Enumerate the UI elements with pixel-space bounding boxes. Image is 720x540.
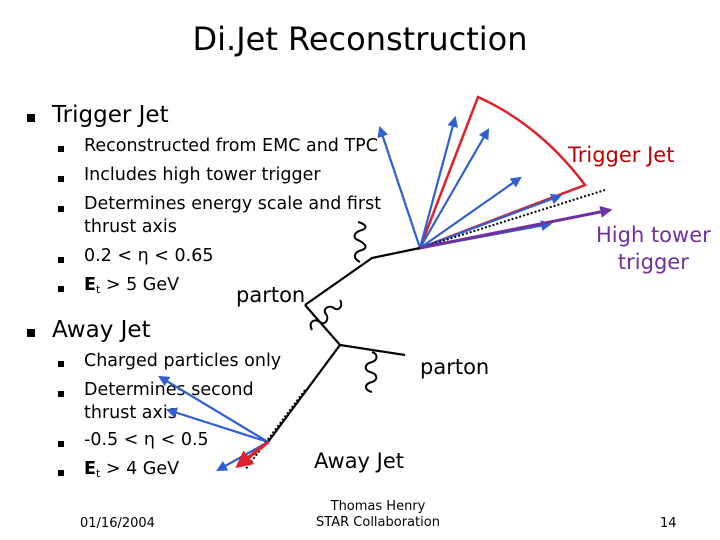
bullet-marker	[58, 286, 64, 292]
track	[419, 193, 563, 250]
track	[377, 125, 422, 249]
track	[165, 407, 269, 444]
parton-line	[304, 246, 421, 306]
parton-label-lower: parton	[420, 355, 490, 379]
trigger-bullet-3-cont: thrust axis	[84, 217, 177, 237]
track	[419, 176, 522, 249]
track	[418, 115, 459, 249]
trigger-bullet-eta: 0.2 < η < 0.65	[84, 246, 214, 266]
trigger-bullet-1: Reconstructed from EMC and TPC	[84, 136, 378, 156]
trigger-jet-tracks	[377, 115, 563, 250]
trigger-thrust-axis	[419, 189, 606, 249]
away-bullet-et: Et > 4 GeV	[84, 459, 180, 480]
high-tower-label: High tower trigger	[596, 223, 711, 274]
bullet-marker	[58, 176, 64, 182]
parton-line	[267, 344, 341, 443]
track	[158, 375, 269, 443]
page-number: 14	[660, 516, 677, 531]
bullet-marker	[27, 114, 35, 122]
gluon-curl	[364, 351, 378, 393]
away-jet-axis	[235, 440, 270, 469]
parton-label-upper: parton	[236, 283, 306, 307]
parton-line	[304, 304, 406, 357]
bullet-marker	[58, 441, 64, 447]
away-thrust-axis	[244, 389, 306, 471]
away-bullet-1: Charged particles only	[84, 351, 282, 371]
trigger-jet-heading: Trigger Jet	[52, 102, 169, 128]
trigger-jet-cone	[417, 95, 587, 251]
gluon-curl	[353, 221, 367, 263]
away-jet-heading: Away Jet	[52, 317, 151, 343]
away-bullet-2-cont: thrust axis	[84, 403, 177, 423]
bullet-marker	[58, 206, 64, 212]
page-title: Di.Jet Reconstruction	[192, 20, 528, 58]
bullet-marker	[58, 146, 64, 152]
away-jet-label: Away Jet	[314, 449, 405, 473]
footer-author: Thomas Henry STAR Collaboration	[316, 499, 440, 530]
bullet-marker	[58, 470, 64, 476]
trigger-bullet-et: Et > 5 GeV	[84, 275, 180, 296]
gluon-curl	[309, 299, 343, 331]
trigger-bullet-3: Determines energy scale and first	[84, 194, 382, 214]
trigger-jet-label: Trigger Jet	[568, 143, 675, 167]
footer-date: 01/16/2004	[80, 516, 155, 531]
away-bullet-2: Determines second	[84, 380, 254, 400]
trigger-bullet-2: Includes high tower trigger	[84, 165, 321, 185]
bullet-marker	[58, 257, 64, 263]
bullet-marker	[27, 329, 35, 337]
away-bullet-eta: -0.5 < η < 0.5	[84, 430, 209, 450]
track	[419, 128, 490, 249]
bullet-marker	[58, 391, 64, 397]
bullet-marker	[58, 361, 64, 367]
high-tower-track	[419, 205, 613, 250]
